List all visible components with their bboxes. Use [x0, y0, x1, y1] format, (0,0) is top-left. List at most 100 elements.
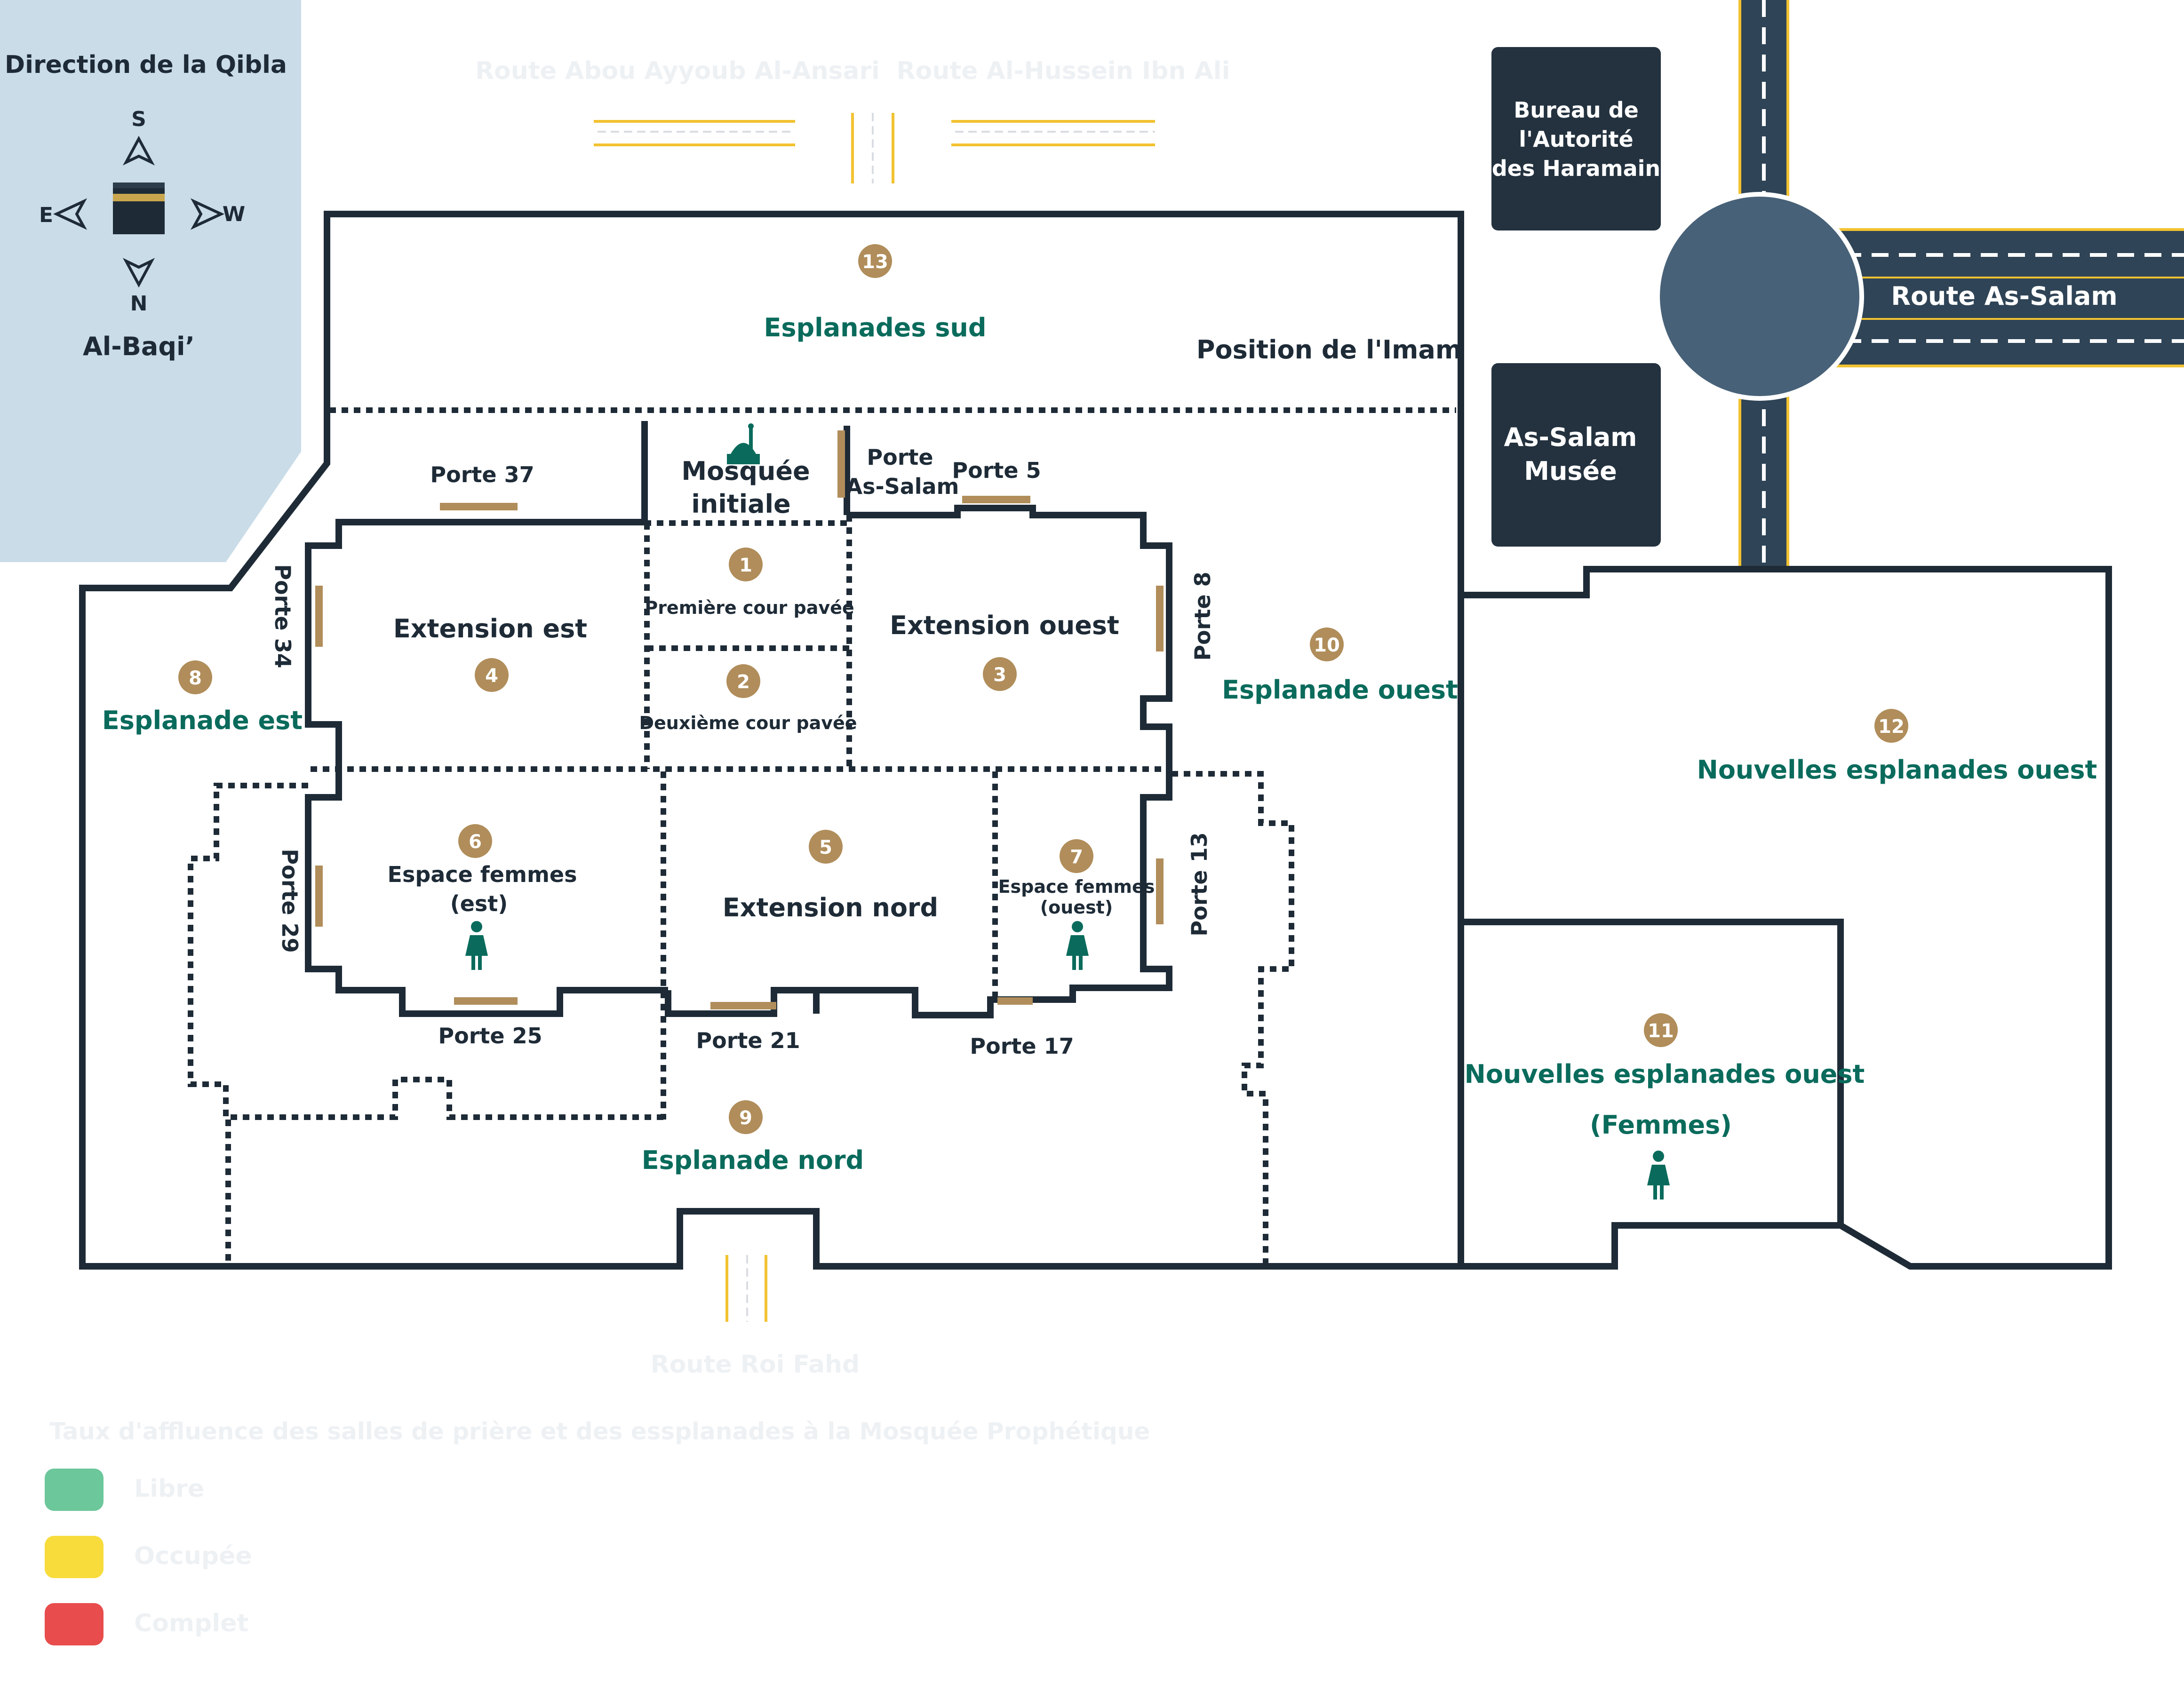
zone-13-label[interactable]: Esplanades sud [764, 313, 987, 342]
espace-femmes-est-wall [305, 769, 668, 1017]
road-roi-fahd [725, 1255, 767, 1322]
zone-6-label-2[interactable]: (est) [450, 891, 508, 916]
zone-4-badge [475, 658, 509, 692]
zone-12-label[interactable]: Nouvelles esplanades ouest [1697, 755, 2097, 785]
new-esplanade-wall [1461, 566, 2112, 1270]
porte-13-label: Porte 13 [1187, 832, 1212, 936]
qibla-title: Direction de la Qibla [5, 51, 287, 79]
esplanade-ouest-dotted-boundary [1172, 771, 1294, 1263]
extension-ouest-wall [847, 505, 1172, 769]
bureau-building [1491, 47, 1661, 230]
zone-7-label-2[interactable]: (ouest) [1040, 897, 1113, 918]
zone-3-badge [983, 657, 1017, 691]
legend-label-complet: Complet [134, 1609, 248, 1637]
zone-2-number: 2 [737, 671, 750, 693]
zone-3-number: 3 [993, 664, 1006, 686]
zone-13-number: 13 [862, 251, 888, 273]
kaaba-icon [113, 183, 165, 234]
zone-8-number: 8 [189, 667, 202, 689]
legend-label-occupee: Occupée [134, 1542, 252, 1570]
esplanade-est-dotted-boundary [188, 783, 663, 1120]
porte-as-salam-label-1: Porte [867, 445, 933, 470]
compass-south-label: S [131, 107, 146, 131]
zone-11-label-2[interactable]: (Femmes) [1590, 1110, 1732, 1140]
road-as-salam-label: Route As-Salam [1891, 281, 2117, 311]
woman-icon [1066, 921, 1089, 970]
zone-2-badge [726, 664, 760, 698]
outer-wall-main [79, 409, 1464, 1270]
zone-5-label[interactable]: Extension nord [723, 893, 938, 922]
arrow-east-icon [53, 198, 88, 230]
arrow-north-icon [122, 258, 155, 288]
qibla-panel [0, 0, 301, 562]
zone-4-label[interactable]: Extension est [393, 614, 587, 643]
extension-est-wall [305, 519, 645, 769]
qibla-subtitle: Al-Baqi’ [83, 332, 195, 361]
road-roi-fahd-label: Route Roi Fahd [651, 1350, 860, 1379]
zone-2-label[interactable]: Deuxième cour pavée [639, 713, 857, 733]
zone-12-badge [1874, 709, 1908, 743]
road-abou-ayyoub-label: Route Abou Ayyoub Al-Ansari [475, 57, 880, 85]
zone-5-badge [809, 830, 843, 864]
road-al-hussein [951, 120, 1155, 146]
zone-7-badge [1060, 839, 1093, 873]
zone-12-number: 12 [1878, 716, 1905, 738]
women-esplanade-wall [1461, 919, 1844, 1225]
zone-6-number: 6 [469, 831, 482, 853]
legend-swatch-occupee [45, 1536, 104, 1578]
initial-mosque-label-1: Mosquée [681, 456, 810, 486]
outer-wall-top [324, 211, 1464, 595]
zone-5-number: 5 [819, 837, 832, 858]
compass-west-label: W [223, 202, 246, 226]
zone-3-label[interactable]: Extension ouest [890, 611, 1119, 640]
initial-mosque-label-2: initiale [691, 489, 790, 519]
musee-building [1491, 363, 1661, 547]
legend-title: Taux d'affluence des salles de prière et… [49, 1418, 1150, 1445]
road-abou-ayyoub [594, 120, 795, 146]
woman-icon [465, 921, 488, 970]
legend-swatch-complet [45, 1603, 104, 1645]
zone-7-label-1[interactable]: Espace femmes [998, 876, 1155, 897]
zone-6-label-1[interactable]: Espace femmes [388, 862, 577, 887]
compass-east-label: E [39, 203, 53, 227]
zone-7-number: 7 [1070, 846, 1083, 868]
zone-11-label-1[interactable]: Nouvelles esplanades ouest [1465, 1059, 1865, 1089]
zone-13-badge [858, 244, 892, 278]
zone-9-badge [729, 1100, 763, 1134]
compass-north-label: N [130, 292, 148, 316]
porte-17-label: Porte 17 [970, 1033, 1074, 1059]
zone-4-number: 4 [485, 665, 498, 687]
porte-37-label: Porte 37 [430, 462, 534, 487]
legend-swatch-libre [45, 1469, 104, 1511]
zone-11-number: 11 [1648, 1020, 1674, 1042]
road-as-salam [1821, 228, 2184, 367]
porte-25-label: Porte 25 [438, 1023, 542, 1049]
road-top-connector [851, 113, 894, 183]
porte-21-label: Porte 21 [696, 1028, 800, 1053]
zone-10-number: 10 [1314, 635, 1340, 656]
bureau-label-1: Bureau de [1514, 97, 1639, 123]
bureau-label-3: des Haramain [1492, 156, 1660, 181]
zone-6-badge [458, 824, 492, 858]
porte-8-label: Porte 8 [1190, 572, 1215, 660]
zone-1-badge [729, 548, 763, 581]
extension-nord-wall-right [816, 987, 1002, 1018]
arrow-west-icon [190, 198, 225, 230]
legend-label-libre: Libre [134, 1475, 204, 1503]
zone-10-label[interactable]: Esplanade ouest [1222, 675, 1458, 705]
roundabout [1660, 197, 1859, 396]
porte-5-label: Porte 5 [952, 458, 1041, 483]
musee-label-2: Musée [1524, 456, 1617, 486]
zone-1-label[interactable]: Première cour pavée [645, 597, 854, 618]
espace-femmes-ouest-wall [1002, 769, 1172, 1003]
zone-1-number: 1 [739, 555, 752, 576]
zone-9-number: 9 [739, 1107, 752, 1129]
zone-9-label[interactable]: Esplanade nord [642, 1145, 864, 1175]
porte-as-salam-label-2: As-Salam [846, 474, 959, 499]
zone-8-label[interactable]: Esplanade est [102, 706, 303, 735]
musee-label-1: As-Salam [1504, 422, 1637, 452]
porte-29-label: Porte 29 [277, 849, 303, 953]
zone-10-badge [1310, 628, 1344, 661]
zone-11-badge [1644, 1013, 1678, 1047]
